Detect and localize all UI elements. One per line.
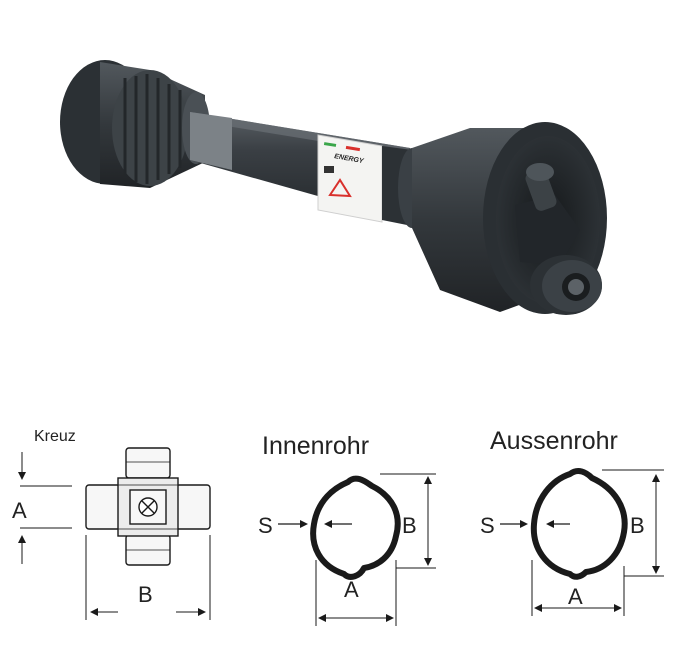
cross-dim-a-label: A: [12, 498, 27, 523]
left-shield-cone: [60, 60, 210, 188]
inner-tube-diagram: Innenrohr S B A: [258, 432, 436, 626]
inner-tube-dim-a-label: A: [344, 577, 359, 602]
outer-tube-title: Aussenrohr: [490, 427, 618, 455]
inner-tube-profile: [310, 475, 401, 580]
warning-label: ENERGY: [317, 134, 383, 223]
outer-tube-profile: [530, 468, 628, 580]
outer-tube-dim-a: [531, 560, 625, 616]
inner-tube-dim-b: [380, 473, 436, 569]
outer-tube-diagram: Aussenrohr S B A: [480, 427, 664, 616]
cross-title: Kreuz: [34, 428, 76, 445]
outer-tube-dim-b-label: B: [630, 513, 645, 538]
cross-dim-a: [18, 452, 72, 564]
inner-tube-dim-s: [278, 520, 352, 528]
outer-tube-dim-a-label: A: [568, 584, 583, 609]
cross-dim-b-label: B: [138, 582, 153, 607]
outer-tube-dim-s-label: S: [480, 513, 495, 538]
inner-tube-dim-s-label: S: [258, 513, 273, 538]
inner-tube-dim-a: [315, 560, 397, 626]
outer-tube-dim-b: [602, 469, 664, 577]
yoke-with-push-pin: [515, 163, 602, 315]
inner-tube-title: Innenrohr: [262, 432, 369, 460]
cross-joint-drawing: [85, 447, 211, 566]
pto-shaft-photo: ENERGY: [60, 60, 607, 315]
cross-diagram: Kreuz A: [12, 428, 211, 620]
outer-tube-dim-s: [500, 520, 570, 528]
inner-tube-dim-b-label: B: [402, 513, 417, 538]
cross-dim-b: [85, 535, 211, 620]
